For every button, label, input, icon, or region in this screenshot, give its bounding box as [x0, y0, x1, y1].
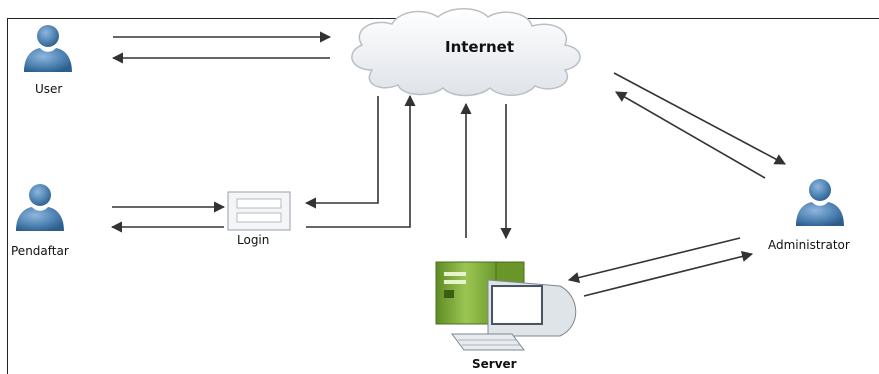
- server-computer-icon: [435, 261, 577, 351]
- internet-label: Internet: [445, 38, 515, 56]
- login-form-icon: [227, 191, 291, 231]
- conn-administrator-internet: [615, 91, 766, 179]
- internet-cloud-icon: [351, 8, 581, 97]
- conn-server-administrator: [583, 251, 754, 297]
- pendaftar-person-icon: [16, 184, 64, 231]
- conn-login-internet: [306, 94, 416, 228]
- server-label: Server: [472, 357, 517, 371]
- conn-internet-administrator: [613, 72, 786, 165]
- user-label: User: [35, 82, 63, 96]
- login-label: Login: [237, 233, 270, 247]
- administrator-person-icon: [796, 179, 844, 226]
- conn-internet-login: [304, 96, 379, 209]
- conn-administrator-server: [567, 237, 741, 284]
- administrator-label: Administrator: [768, 238, 850, 252]
- user-person-icon: [24, 25, 72, 72]
- connections: [110, 31, 786, 297]
- pendaftar-label: Pendaftar: [11, 244, 69, 258]
